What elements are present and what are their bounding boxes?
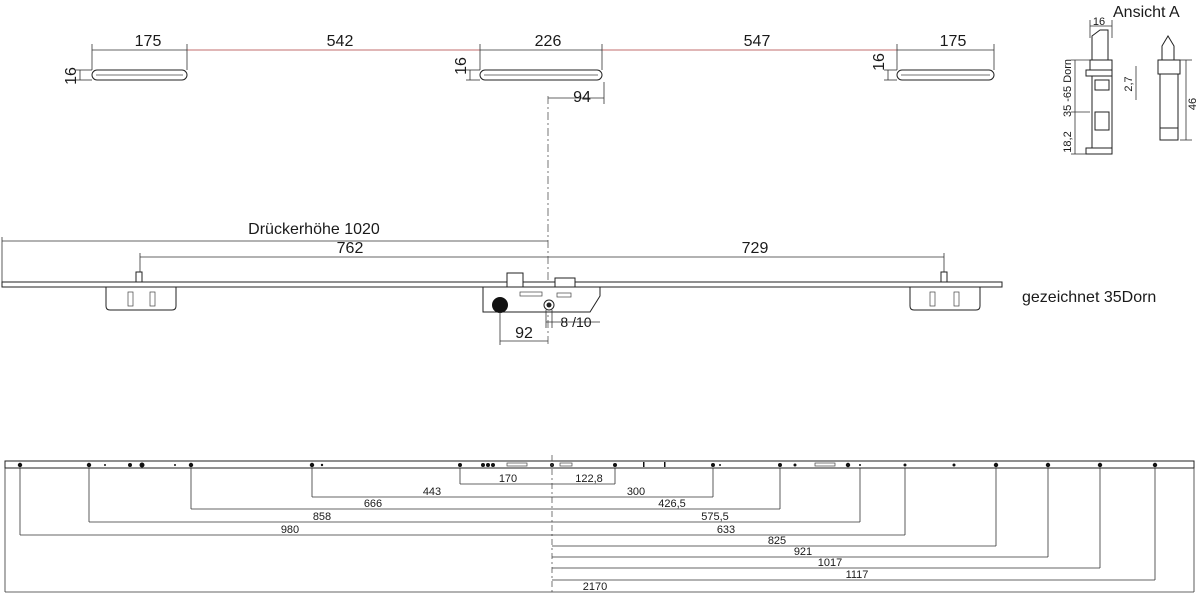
dim-300: 300 (627, 486, 645, 498)
bottom-faceplate (4, 460, 1195, 469)
cylinder-hole (492, 297, 508, 313)
right-span-729: 729 (742, 240, 769, 257)
view-a-height: 46 (1187, 98, 1199, 110)
keeper-right (909, 286, 981, 311)
dim-547: 547 (744, 33, 771, 50)
middle-assembly: Drückerhöhe 1020 762 729 92 8 / (1, 221, 1156, 345)
dim-175-left: 175 (135, 33, 162, 50)
view-a-title: Ansicht A (1113, 4, 1180, 21)
square-8-10: 8 /10 (560, 314, 591, 330)
dim-921: 921 (794, 546, 812, 558)
height-16-right: 16 (871, 53, 888, 71)
dim-2170-total: 2170 (583, 581, 607, 593)
hole-chart: 170 443 666 858 980 122,8 300 426,5 575,… (4, 455, 1195, 593)
view-a-dorn: 35 -65 Dorn (1062, 59, 1074, 117)
handle-height-label: Drückerhöhe 1020 (248, 221, 380, 238)
dim-426-5: 426,5 (658, 498, 686, 510)
dim-170: 170 (499, 473, 517, 485)
dim-575-5: 575,5 (701, 511, 729, 523)
dim-542: 542 (327, 33, 354, 50)
drawn-note: gezeichnet 35Dorn (1022, 289, 1156, 306)
left-span-762: 762 (337, 240, 364, 257)
dim-980: 980 (281, 524, 299, 536)
dim-1017: 1017 (818, 557, 842, 569)
dim-825: 825 (768, 535, 786, 547)
dim-858: 858 (313, 511, 331, 523)
dim-175-right: 175 (940, 33, 967, 50)
dim-633: 633 (717, 524, 735, 536)
dim-666: 666 (364, 498, 382, 510)
dim-226: 226 (535, 33, 562, 50)
height-16-center: 16 (453, 57, 470, 75)
lock-offset-92: 92 (515, 325, 533, 342)
dim-443: 443 (423, 486, 441, 498)
top-bolt-row: 175 542 226 547 175 16 16 16 94 (63, 33, 995, 106)
view-a-small: 2,7 (1123, 76, 1135, 91)
faceplate (1, 281, 1003, 288)
height-16-left: 16 (63, 67, 80, 85)
view-a: Ansicht A 16 35 -65 Dorn 18,2 2,7 46 (1062, 4, 1199, 155)
dim-1117: 1117 (846, 569, 869, 581)
keeper-left (105, 286, 177, 311)
dim-94: 94 (573, 89, 591, 106)
dim-122-8: 122,8 (575, 473, 603, 485)
view-a-width: 16 (1093, 16, 1105, 28)
view-a-bottom: 18,2 (1062, 131, 1074, 152)
latch-block (506, 272, 524, 288)
